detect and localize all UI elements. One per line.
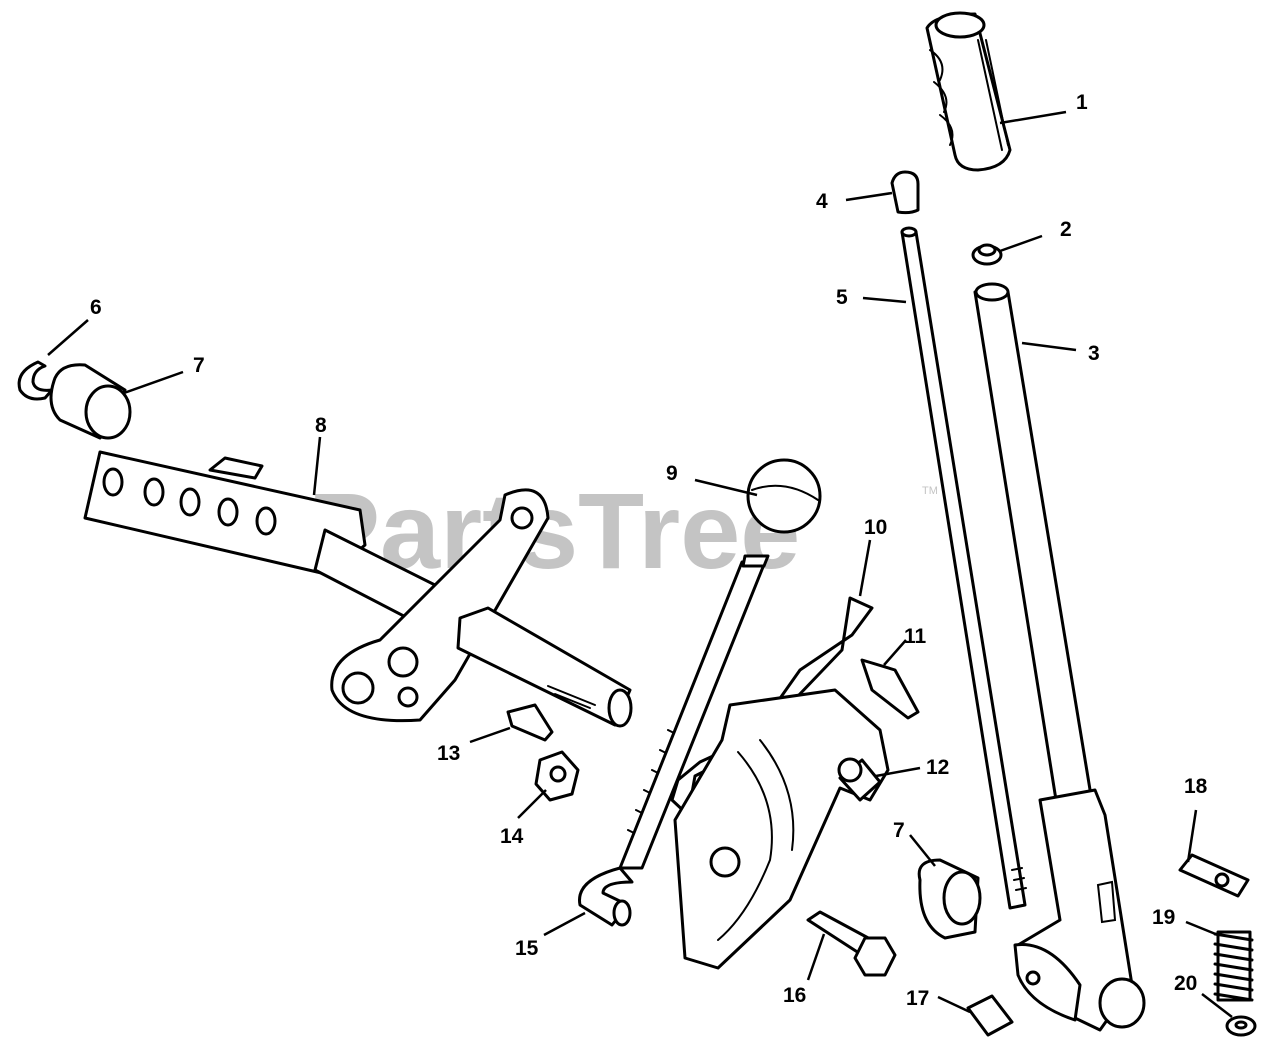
callout-13: 13 <box>437 742 460 765</box>
callout-19: 19 <box>1152 906 1175 929</box>
callout-12: 12 <box>926 756 949 779</box>
callout-10: 10 <box>864 516 887 539</box>
callout-6: 6 <box>90 296 102 319</box>
part-11-pawl <box>860 658 920 720</box>
part-20-washer <box>1225 1015 1257 1037</box>
callout-16: 16 <box>783 984 806 1007</box>
callout-7-lower: 7 <box>893 819 905 842</box>
part-3-handle-tube <box>973 282 1146 1032</box>
part-6-retaining-ring <box>17 360 54 401</box>
part-19-spring <box>1213 930 1254 1002</box>
callout-4: 4 <box>816 190 828 213</box>
callout-15: 15 <box>515 937 539 960</box>
leader-lines <box>47 110 1233 1018</box>
part-9-knob <box>746 458 822 534</box>
callout-18: 18 <box>1184 775 1208 798</box>
callout-3: 3 <box>1088 342 1100 365</box>
callout-8: 8 <box>315 414 327 437</box>
part-7-bushing-upper <box>49 363 132 440</box>
part-4-cap <box>890 170 920 215</box>
part-15-control-rod <box>578 554 770 927</box>
part-5-rod <box>900 226 1027 910</box>
callout-7-upper: 7 <box>193 354 205 377</box>
part-12-quadrant <box>673 688 890 970</box>
callout-1: 1 <box>1076 91 1088 114</box>
callout-17: 17 <box>906 987 929 1010</box>
part-14-nut <box>534 750 580 802</box>
part-17-set-screw <box>966 994 1014 1037</box>
callout-labels: 1 2 3 4 5 6 7 8 9 10 11 12 13 14 15 16 1… <box>90 91 1208 1010</box>
watermark-trademark: TM <box>922 485 938 497</box>
part-1-grip <box>925 11 1012 172</box>
callout-14: 14 <box>500 825 524 848</box>
part-2-grommet <box>971 243 1003 266</box>
callout-20: 20 <box>1174 972 1197 995</box>
callout-11: 11 <box>904 625 927 648</box>
part-16-bolt <box>806 910 897 977</box>
callout-9: 9 <box>666 462 678 485</box>
part-18-bracket <box>1178 853 1250 898</box>
part-8-pedal-arm <box>83 450 633 728</box>
part-13-key <box>506 703 554 742</box>
callout-5: 5 <box>836 286 848 309</box>
callout-2: 2 <box>1060 218 1072 241</box>
part-7-bushing-lower <box>917 858 982 940</box>
